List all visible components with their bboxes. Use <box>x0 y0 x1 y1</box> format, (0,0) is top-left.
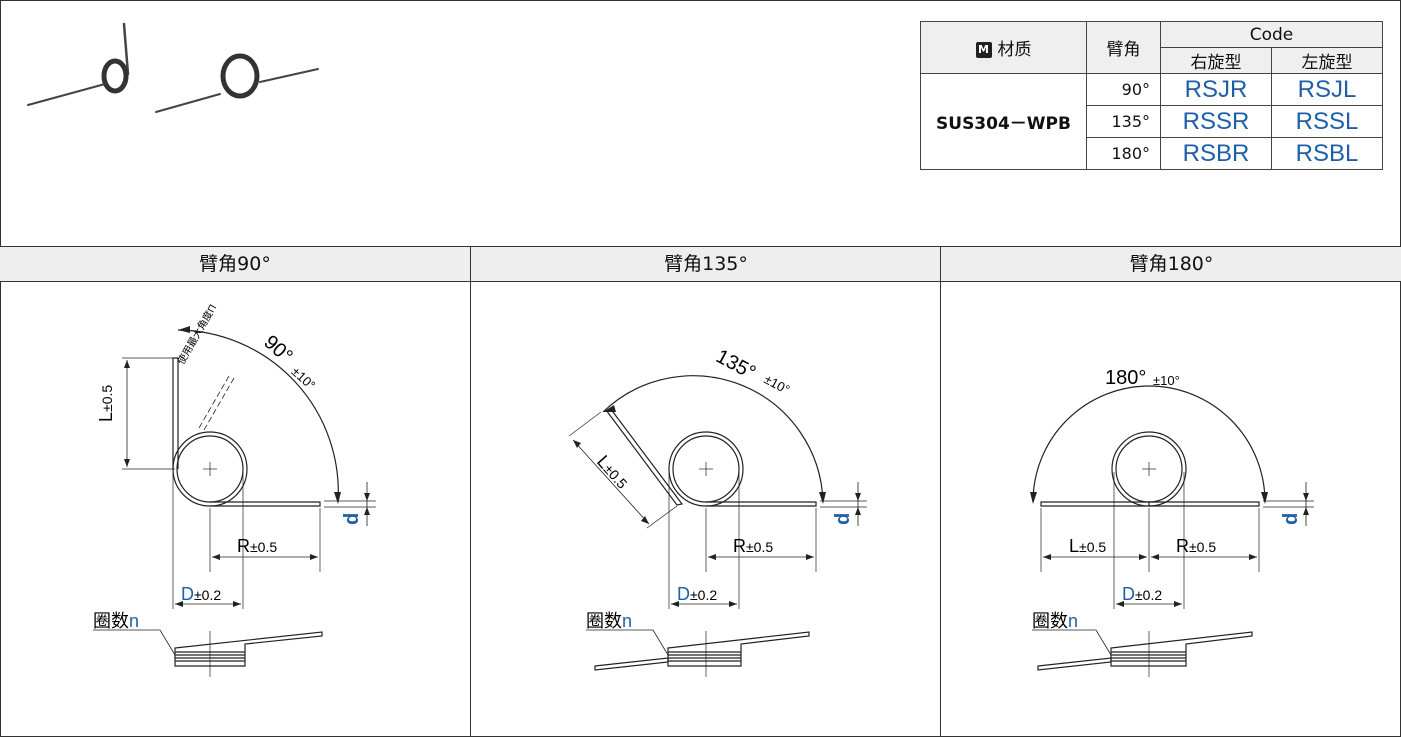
turns-label: 圈数n <box>93 611 139 631</box>
material-header-cell: M 材质 <box>920 21 1087 74</box>
right-hand-header: 右旋型 <box>1160 47 1272 74</box>
angle-tolerance: ±10° <box>762 371 793 397</box>
turns-label: 圈数n <box>1032 611 1078 631</box>
code-header: Code <box>1160 21 1383 48</box>
code-right-cell[interactable]: RSBR <box>1160 137 1272 170</box>
code-right-cell[interactable]: RSSR <box>1160 105 1272 138</box>
product-photo <box>27 22 319 113</box>
dim-R-label: R±0.5 <box>1176 536 1216 556</box>
dim-L-label: L±0.5 <box>593 451 633 492</box>
dim-L-label: L±0.5 <box>1069 536 1106 556</box>
panel-180: 臂角180° <box>940 246 1401 737</box>
material-icon: M <box>975 42 992 58</box>
angle-tolerance: ±10° <box>289 364 319 393</box>
drawing-90: 90° ±10° 使用最大角度Π L±0.5 R±0.5 D±0.2 d 圈数n <box>93 302 376 677</box>
dim-d-label: d <box>832 513 854 525</box>
angle-cell: 90° <box>1086 73 1161 106</box>
material-header: 材质 <box>997 40 1032 60</box>
material-cell: SUS304－WPB <box>920 73 1087 170</box>
code-left-cell[interactable]: RSJL <box>1271 73 1383 106</box>
left-hand-header: 左旋型 <box>1271 47 1383 74</box>
dim-d-label: d <box>341 513 363 525</box>
panel-135: 臂角135° <box>470 246 941 737</box>
code-left-cell[interactable]: RSBL <box>1271 137 1383 170</box>
turns-label: 圈数n <box>586 611 632 631</box>
panel-title: 臂角90° <box>0 247 470 282</box>
dim-D-label: D±0.2 <box>181 584 221 604</box>
panel-90: 臂角90° <box>0 246 470 737</box>
drawing-panels: 臂角90° <box>0 246 1401 737</box>
dim-R-label: R±0.5 <box>237 536 277 556</box>
arm-angle-header: 臂角 <box>1086 21 1161 74</box>
dim-D-label: D±0.2 <box>1122 584 1162 604</box>
drawing-180: 180° ±10° L±0.5 R±0.5 D±0.2 d 圈数n <box>1030 367 1314 677</box>
dim-R-label: R±0.5 <box>733 536 773 556</box>
code-left-cell[interactable]: RSSL <box>1271 105 1383 138</box>
dim-D-label: D±0.2 <box>677 584 717 604</box>
angle-label: 180° <box>1105 367 1146 389</box>
panel-title: 臂角180° <box>941 247 1401 282</box>
angle-cell: 180° <box>1086 137 1161 170</box>
angle-tolerance: ±10° <box>1153 373 1180 388</box>
angle-label: 90° <box>259 331 296 368</box>
angle-cell: 135° <box>1086 105 1161 138</box>
dim-d-label: d <box>1280 513 1302 525</box>
dim-L-label: L±0.5 <box>96 385 116 422</box>
code-right-cell[interactable]: RSJR <box>1160 73 1272 106</box>
panel-title: 臂角135° <box>471 247 941 282</box>
drawing-135: 135° ±10° L±0.5 R±0.5 D±0.2 d 圈数n <box>568 345 867 677</box>
